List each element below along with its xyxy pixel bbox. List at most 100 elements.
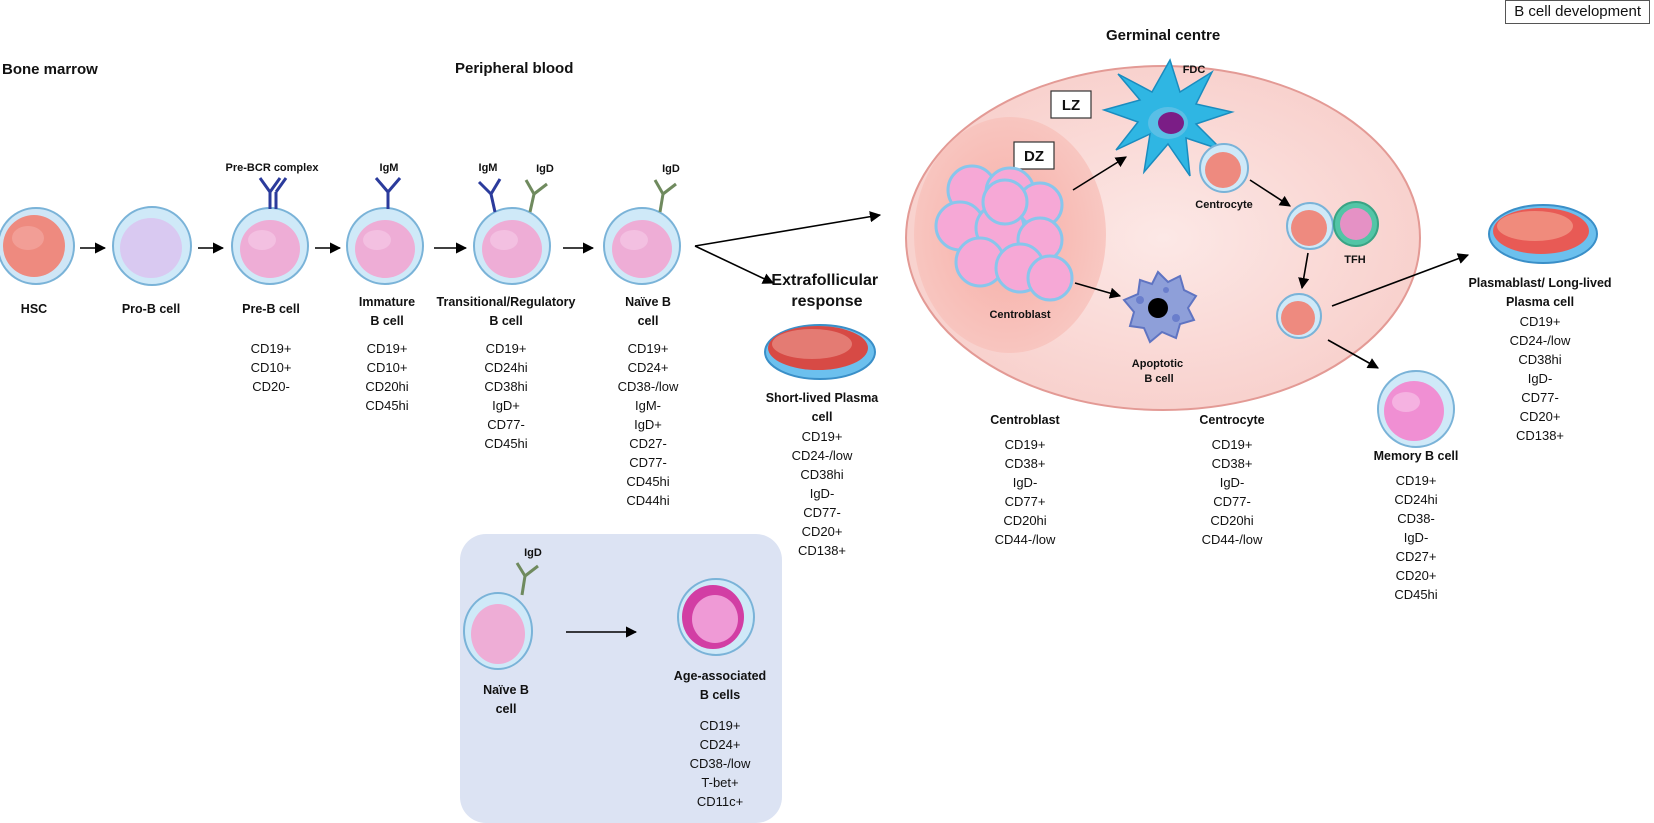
marker-item: CD77- (487, 417, 525, 432)
cell-name-line: Pro-B cell (122, 302, 180, 316)
marker-item: CD77- (1521, 390, 1559, 405)
marker-item: CD27+ (1396, 549, 1437, 564)
lz-box (1050, 90, 1092, 119)
apoptotic-label: Apoptotic B cell (1132, 358, 1186, 385)
igm-transitional-label: IgM (479, 162, 498, 174)
marker-item: CD10+ (367, 360, 408, 375)
marker-item: CD20hi (1210, 513, 1253, 528)
marker-item: CD19+ (367, 341, 408, 356)
marker-item: CD138+ (798, 543, 846, 558)
cell-name-line: cell (638, 314, 659, 328)
marker-item: IgM- (635, 398, 661, 413)
cell-name-line: Naïve B (625, 295, 671, 309)
cell-name-hsc: HSC (21, 302, 47, 316)
marker-item: CD19+ (1396, 473, 1437, 488)
cell-name-line: B cells (700, 688, 740, 702)
marker-item: CD38+ (1005, 456, 1046, 471)
cell-hsc (0, 207, 75, 285)
cell-name-line: HSC (21, 302, 47, 316)
marker-list-pre-b: CD19+CD10+CD20- (251, 341, 292, 394)
region-extrafollicular: Extrafollicular response (771, 272, 882, 310)
marker-item: CD77- (1213, 494, 1251, 509)
region-peripheral-blood: Peripheral blood (455, 60, 573, 77)
arrow-centroblast-to-apoptotic (1074, 282, 1122, 299)
region-germinal-centre: Germinal centre (1106, 27, 1220, 44)
cell-name-line: Immature (359, 295, 415, 309)
cell-name-line: Transitional/Regulatory (437, 295, 576, 309)
cell-age-associated (677, 578, 755, 656)
marker-item: CD24-/low (792, 448, 853, 463)
apoptotic-line-2: B cell (1144, 373, 1173, 385)
cell-name-line: Plasma cell (1506, 295, 1574, 309)
marker-item: CD44-/low (1202, 532, 1263, 547)
cell-name-age-associated: Age-associated B cells (674, 669, 766, 702)
marker-item: CD38hi (800, 467, 843, 482)
cell-name-line: B cell (370, 314, 403, 328)
cell-name-centroblast: Centroblast (990, 413, 1060, 427)
igd-inset-label: IgD (524, 547, 542, 559)
marker-item: CD24hi (484, 360, 527, 375)
cell-name-line: Pre-B cell (242, 302, 300, 316)
marker-item: CD45hi (365, 398, 408, 413)
igd-antibody-icon (653, 179, 677, 213)
igm-antibody-icon (374, 177, 402, 209)
marker-item: CD20hi (1003, 513, 1046, 528)
igd-antibody-icon (515, 562, 539, 596)
marker-item: T-bet+ (701, 775, 738, 790)
dz-box (1013, 141, 1055, 170)
igm-immature-label: IgM (380, 162, 399, 174)
marker-item: CD24hi (1394, 492, 1437, 507)
arrow-tfh-to-output (1298, 252, 1310, 290)
marker-item: CD77- (803, 505, 841, 520)
marker-item: CD19+ (802, 429, 843, 444)
fdc-label: FDC (1183, 64, 1206, 76)
marker-item: CD19+ (1005, 437, 1046, 452)
marker-item: CD77+ (1005, 494, 1046, 509)
cell-tfh (1333, 201, 1379, 247)
cell-transitional (473, 207, 551, 285)
figure-title: B cell development (1505, 0, 1650, 24)
marker-item: CD20+ (1396, 568, 1437, 583)
marker-item: CD138+ (1516, 428, 1564, 443)
cell-name-memory: Memory B cell (1374, 449, 1459, 463)
marker-item: CD20hi (365, 379, 408, 394)
marker-item: CD24+ (628, 360, 669, 375)
cell-name-transitional: Transitional/Regulatory B cell (437, 295, 576, 328)
cell-name-pro-b: Pro-B cell (122, 302, 180, 316)
arrow-centroblast-to-centrocyte (1072, 156, 1127, 191)
arrow-output-to-plasmablast (1331, 253, 1470, 307)
marker-item: CD19+ (1520, 314, 1561, 329)
cell-name-line: Naïve B (483, 683, 529, 697)
igd-transitional-label: IgD (536, 163, 554, 175)
marker-item: CD10+ (251, 360, 292, 375)
cell-name-line: B cell (489, 314, 522, 328)
arrow-centrocyte-to-tfh (1249, 179, 1291, 207)
marker-item: CD38hi (1518, 352, 1561, 367)
pre-bcr-antibody-icon (258, 177, 288, 209)
cell-centrocyte (1199, 143, 1249, 193)
fdc-cell-icon (1101, 58, 1235, 177)
arrow-output-to-memory (1327, 339, 1379, 369)
apoptotic-cell-icon (1122, 270, 1198, 344)
cell-name-line: Short-lived Plasma (766, 391, 880, 405)
marker-item: CD19+ (1212, 437, 1253, 452)
centroblast-cluster (934, 164, 1074, 302)
marker-item: CD20- (252, 379, 290, 394)
marker-item: CD38-/low (618, 379, 679, 394)
marker-item: CD45hi (626, 474, 669, 489)
arrow-naive-to-germinal-centre (694, 211, 882, 247)
marker-item: CD24-/low (1510, 333, 1571, 348)
cell-name-naive: Naïve B cell (625, 295, 671, 328)
cell-name-line: Age-associated (674, 669, 766, 683)
arrow-naive-to-extrafollicular (694, 245, 775, 284)
marker-item: CD38+ (1212, 456, 1253, 471)
